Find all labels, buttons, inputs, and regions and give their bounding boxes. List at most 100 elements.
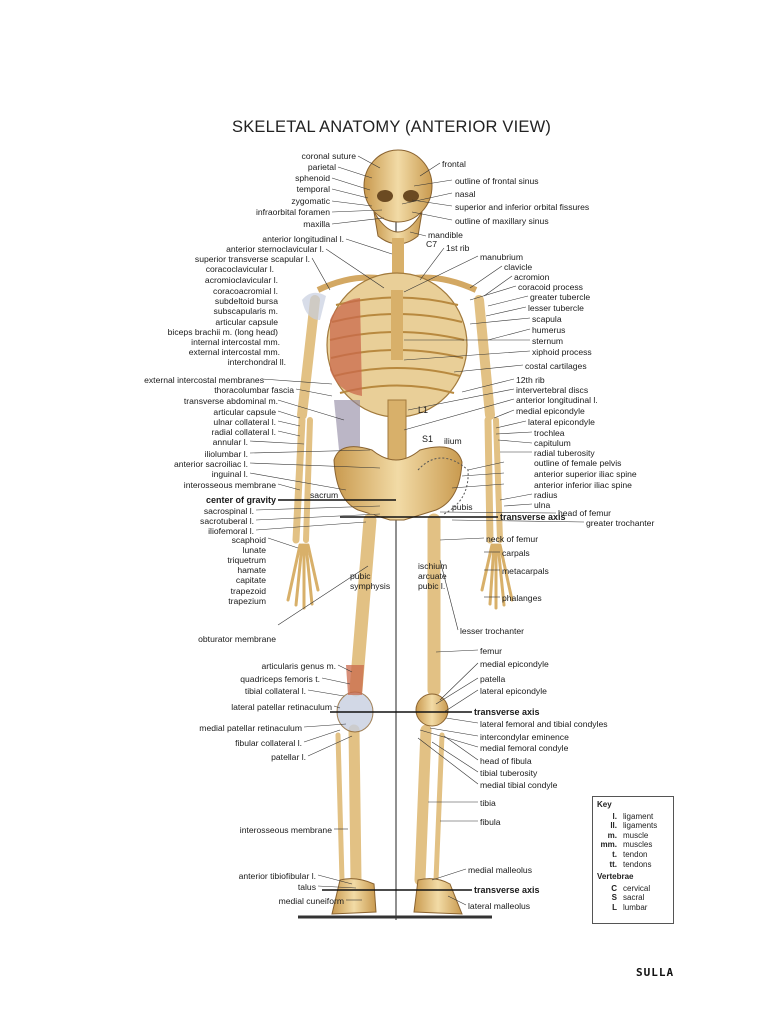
sternum [391,290,403,360]
abbreviation-key: Key l.ligament ll.ligaments m.muscle mm.… [592,796,674,924]
label-transverse-axis-hip: transverse axis [500,512,566,522]
label-outline-frontal-sinus: outline of frontal sinus [455,176,539,186]
footer-signature: SULLA [636,966,675,979]
label-sternum: sternum [532,336,564,346]
label-external-intercostal-mm: external intercostal mm. [188,347,280,357]
key-row: ll.ligaments [610,821,658,831]
skull [363,149,433,223]
label-ulnar-collateral-l: ulnar collateral l. [213,417,276,427]
label-capitate: capitate [235,575,266,585]
label-radial-collateral-l: radial collateral l. [211,427,276,437]
label-tibial-tuberosity: tibial tuberosity [480,768,538,778]
label-1st-rib: 1st rib [446,243,470,253]
label-iliolumbar-l: iliolumbar l. [204,449,248,459]
label-arcuate-pubic-l: arcuate pubic l. [418,571,447,591]
label-fibular-collateral-l: fibular collateral l. [235,738,302,748]
key-row: mm.muscles [600,840,653,850]
label-lateral-malleolus: lateral malleolus [468,901,531,911]
label-head-of-femur: head of femur [558,508,612,518]
mandible [373,211,423,245]
label-maxilla: maxilla [303,219,330,229]
label-trapezium: trapezium [228,596,266,606]
label-sacrotuberal-l: sacrotuberal l. [200,516,254,526]
label-interosseous-membrane-leg: interosseous membrane [239,825,332,835]
label-ischium: ischium [418,561,448,571]
right-hand [480,543,514,610]
pelvis [333,446,463,521]
label-patella: patella [480,674,506,684]
label-anterior-sacroiliac-l: anterior sacroiliac l. [173,459,248,469]
label-lesser-trochanter: lesser trochanter [460,626,525,636]
leader-lines [249,155,585,906]
label-tibia: tibia [480,798,496,808]
label-s1: S1 [422,434,434,444]
label-subscapularis-m: subscapularis m. [213,306,278,316]
label-manubrium: manubrium [480,252,523,262]
label-clavicle: clavicle [504,262,533,272]
leg-bones [335,513,445,886]
label-lesser-tubercle: lesser tubercle [528,303,584,313]
label-costal-cartilages: costal cartilages [525,361,587,371]
label-ilium: ilium [444,436,462,446]
label-greater-trochanter: greater trochanter [586,518,655,528]
label-lunate: lunate [242,545,266,555]
label-zygomatic: zygomatic [291,196,330,206]
label-greater-tubercle: greater tubercle [530,292,591,302]
label-pubis: pubis [452,502,473,512]
label-orbital-fissures: superior and inferior orbital fissures [455,202,590,212]
right-knee [415,693,449,727]
label-triquetrum: triquetrum [227,555,266,565]
quadriceps-tendon [346,665,364,695]
diagram-title: SKELETAL ANATOMY (ANTERIOR VIEW) [232,118,552,136]
label-lateral-patellar-retinaculum: lateral patellar retinaculum [231,702,332,712]
label-radial-tuberosity: radial tuberosity [534,448,595,458]
label-c7: C7 [426,239,437,249]
label-articular-capsule-shoulder: articular capsule [215,317,278,327]
label-medial-femoral-condyle: medial femoral condyle [480,743,569,753]
label-coracoclavicular-l: coracoclavicular l. [205,264,274,274]
label-trochlea: trochlea [534,428,565,438]
label-coracoacromial-l: coracoacromial l. [213,286,278,296]
label-trapezoid: trapezoid [230,586,266,596]
key-row: l.ligament [612,811,654,821]
left-hand [286,543,320,610]
right-orbit [403,190,419,202]
label-scapula: scapula [532,314,562,324]
label-humerus: humerus [532,325,566,335]
label-subdeltoid-bursa: subdeltoid bursa [214,296,278,306]
intercostal-muscles [330,298,362,396]
label-tibial-collateral-l: tibial collateral l. [244,686,306,696]
label-articularis-genus-m: articularis genus m. [261,661,336,671]
label-quadriceps-femoris-t: quadriceps femoris t. [240,674,320,684]
label-external-intercostal-membranes: external intercostal membranes [144,375,264,385]
label-internal-intercostal-mm: internal intercostal mm. [191,337,280,347]
label-interosseous-membrane-forearm: interosseous membrane [183,480,276,490]
label-obturator-membrane: obturator membrane [198,634,276,644]
label-infraorbital-foramen: infraorbital foramen [255,207,330,217]
key-row: m.muscle [607,830,649,840]
label-lateral-epicondyle-femur: lateral epicondyle [480,686,547,696]
label-iliofemoral-l: iliofemoral l. [208,526,254,536]
label-acromioclavicular-l: acromioclavicular l. [204,275,278,285]
label-biceps-brachii-long-head: biceps brachii m. (long head) [167,327,278,337]
label-head-of-fibula: head of fibula [480,756,532,766]
label-transverse-axis-knee: transverse axis [474,707,540,717]
key-heading: Key [597,800,612,809]
left-orbit [377,190,393,202]
label-outline-female-pelvis: outline of female pelvis [534,458,622,468]
label-talus: talus [297,882,316,892]
label-sacrum: sacrum [310,490,339,500]
label-medial-cuneiform: medial cuneiform [278,896,344,906]
label-carpals: carpals [502,548,530,558]
label-medial-tibial-condyle: medial tibial condyle [480,780,558,790]
label-phalanges: phalanges [502,593,542,603]
label-fibula: fibula [480,817,501,827]
label-nasal: nasal [455,189,476,199]
label-superior-transverse-scapular-l: superior transverse scapular l. [194,254,310,264]
label-transverse-abdominal-m: transverse abdominal m. [183,396,278,406]
left-shoulder-capsule [302,292,326,320]
label-frontal: frontal [442,159,466,169]
label-ulna: ulna [534,500,551,510]
